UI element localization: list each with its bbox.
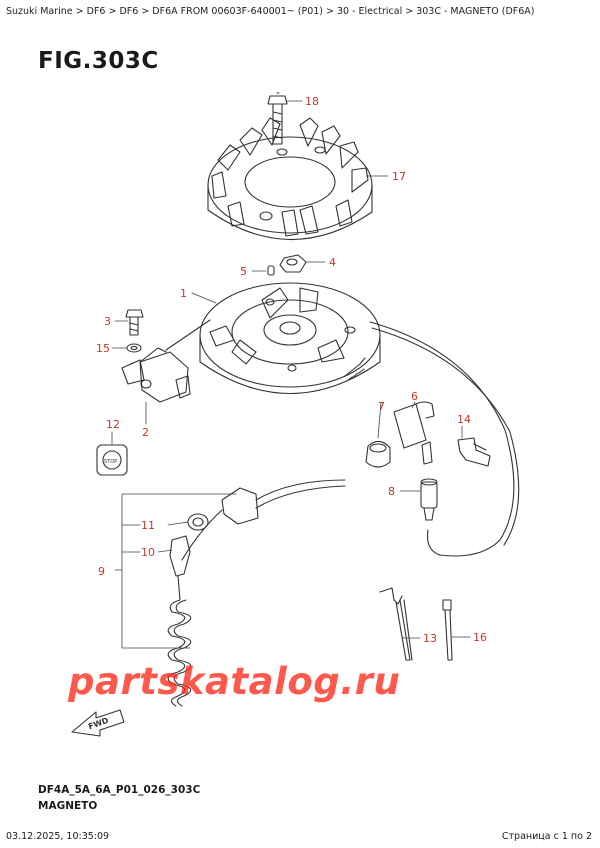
callout-10: 10 <box>141 546 155 559</box>
callout-3: 3 <box>104 315 111 328</box>
callout-6: 6 <box>411 390 418 403</box>
ignition-coil-part-2[interactable] <box>121 347 191 403</box>
bolt-part-3[interactable] <box>125 309 144 336</box>
harness-part-9[interactable] <box>167 479 346 707</box>
callout-12: 12 <box>106 418 120 431</box>
breadcrumb[interactable]: Suzuki Marine > DF6 > DF6 > DF6A FROM 00… <box>6 6 535 17</box>
callout-18: 18 <box>305 95 319 108</box>
footer-page-indicator: Страница с 1 по 2 <box>501 831 592 842</box>
callout-8: 8 <box>388 485 395 498</box>
flywheel-cover-part-17[interactable] <box>207 117 373 241</box>
drawing-code: DF4A_5A_6A_P01_026_303C <box>38 784 201 796</box>
flywheel-part-1[interactable] <box>199 282 381 394</box>
callout-2: 2 <box>142 426 149 439</box>
nut-part-4[interactable] <box>279 254 307 273</box>
callout-14: 14 <box>457 413 471 426</box>
stop-label: STOP <box>104 459 117 465</box>
cable-tie-part-16[interactable] <box>442 599 453 661</box>
washer-part-15[interactable] <box>126 343 142 353</box>
cable-tie-part-13[interactable] <box>379 587 413 661</box>
clip-part-14[interactable] <box>457 437 491 467</box>
key-part-5[interactable] <box>267 265 275 276</box>
connector-part-8[interactable] <box>420 478 438 521</box>
watermark-logo: partskatalog.ru <box>68 660 401 703</box>
callout-1: 1 <box>180 287 187 300</box>
callout-16: 16 <box>473 631 487 644</box>
callout-5: 5 <box>240 265 247 278</box>
callout-11: 11 <box>141 519 155 532</box>
callout-7: 7 <box>378 400 385 413</box>
plug-cap-part-6[interactable] <box>393 401 435 465</box>
callout-4: 4 <box>329 256 336 269</box>
section-name: MAGNETO <box>38 800 98 812</box>
boot-part-7[interactable] <box>365 440 391 468</box>
figure-title: FIG.303C <box>38 48 159 74</box>
footer-timestamp: 03.12.2025, 10:35:09 <box>6 831 110 842</box>
callout-9: 9 <box>98 565 105 578</box>
callout-17: 17 <box>392 170 406 183</box>
callout-13: 13 <box>423 632 437 645</box>
callout-15: 15 <box>96 342 110 355</box>
forward-arrow-icon <box>71 709 125 737</box>
